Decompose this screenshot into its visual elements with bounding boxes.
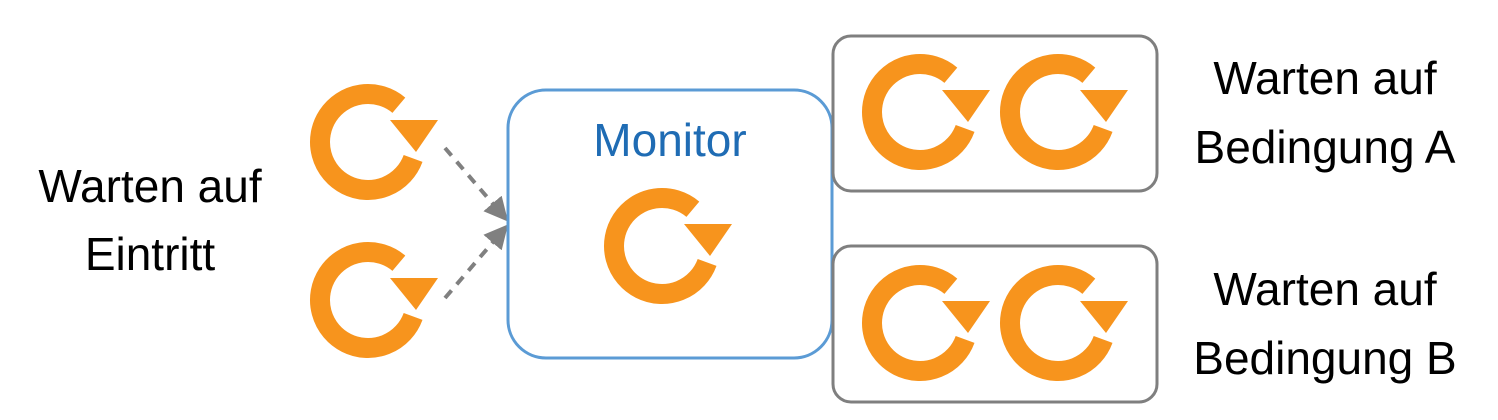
entry-arrow-1	[443, 146, 509, 222]
entry-label-line1: Warten auf	[38, 160, 262, 212]
condition-a-thread-icon-2	[1000, 54, 1128, 170]
thread-arc	[310, 242, 423, 358]
condition-b-label-line2: Bedingung B	[1193, 332, 1456, 384]
thread-arrowhead	[1080, 90, 1128, 122]
condition-b-label-line1: Warten auf	[1213, 263, 1437, 315]
thread-arc	[604, 188, 717, 304]
thread-arrowhead	[942, 90, 990, 122]
condition-a-label-line1: Warten auf	[1213, 52, 1437, 104]
entry-label-line2: Eintritt	[85, 228, 216, 280]
thread-arc	[862, 265, 975, 381]
thread-arc	[310, 84, 423, 200]
condition-a-label-line2: Bedingung A	[1195, 121, 1456, 173]
condition-b-thread-icon-2	[1000, 265, 1128, 381]
monitor-title: Monitor	[593, 114, 746, 166]
thread-arrowhead	[684, 224, 732, 256]
monitor-thread-icon	[604, 188, 732, 304]
thread-arrowhead	[390, 120, 438, 152]
thread-arc	[862, 54, 975, 170]
thread-arrowhead	[942, 301, 990, 333]
entry-thread-icon-1	[310, 84, 438, 200]
thread-arc	[1000, 265, 1113, 381]
entry-thread-icon-2	[310, 242, 438, 358]
condition-a-thread-icon-1	[862, 54, 990, 170]
monitor-box	[506, 88, 834, 360]
thread-arrowhead	[1080, 301, 1128, 333]
entry-arrow-2	[443, 224, 509, 300]
condition-b-thread-icon-1	[862, 265, 990, 381]
thread-arc	[1000, 54, 1113, 170]
thread-arrowhead	[390, 278, 438, 310]
